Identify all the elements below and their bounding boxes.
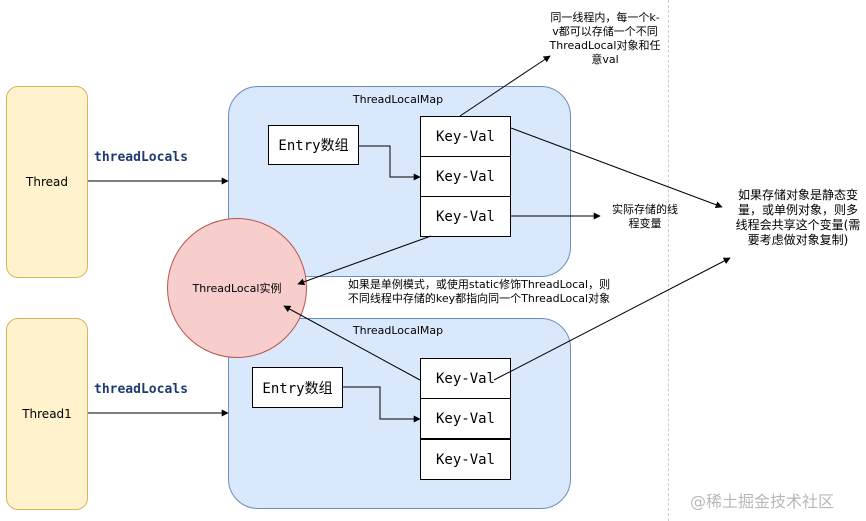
key-val-row: Key-Val — [420, 196, 511, 237]
thread1-box: Thread1 — [6, 318, 88, 510]
key-val-row: Key-Val — [420, 116, 511, 157]
arrow-keyval-to-instance-top — [297, 235, 432, 286]
key-val-row: Key-Val — [420, 439, 511, 480]
thread-local-instance: ThreadLocal实例 — [167, 218, 307, 358]
thread-local-map-bottom — [228, 318, 571, 509]
thread-label: Thread — [26, 175, 68, 189]
key-val-row: Key-Val — [420, 398, 511, 439]
arrow-entry-to-keyval-bottom — [343, 386, 421, 423]
arrow-to-note-right-top — [510, 127, 723, 209]
map-title-bottom: ThreadLocalMap — [352, 324, 444, 337]
note-shared-variable: 如果存储对象是静态变量，或单例对象，则多线程会共享这个变量(需要考虑做对象复制) — [735, 188, 861, 247]
dashed-guide-line — [668, 0, 669, 521]
note-actual-storage: 实际存储的线程变量 — [612, 203, 678, 230]
map-title-top: ThreadLocalMap — [352, 93, 444, 106]
arrow-to-note-right-bottom — [493, 257, 731, 381]
thread1-label: Thread1 — [22, 407, 72, 421]
entry-array-top: Entry数组 — [268, 125, 359, 165]
arrow-entry-to-keyval-top — [359, 145, 421, 181]
thread-locals-label-bottom: threadLocals — [94, 382, 188, 397]
arrow-keyval-to-instance-bottom — [283, 305, 421, 381]
note-singleton: 如果是单例模式，或使用static修饰ThreadLocal，则不同线程中存储的… — [347, 278, 611, 305]
thread-box: Thread — [6, 86, 88, 278]
watermark: @稀土掘金技术社区 — [690, 492, 835, 511]
note-kv-per-thread: 同一线程内，每一个k-v都可以存储一个不同ThreadLocal对象和任意val — [549, 11, 661, 66]
entry-array-bottom: Entry数组 — [252, 367, 343, 408]
thread-locals-label-top: threadLocals — [94, 150, 188, 165]
arrow-to-note-top — [459, 55, 551, 117]
